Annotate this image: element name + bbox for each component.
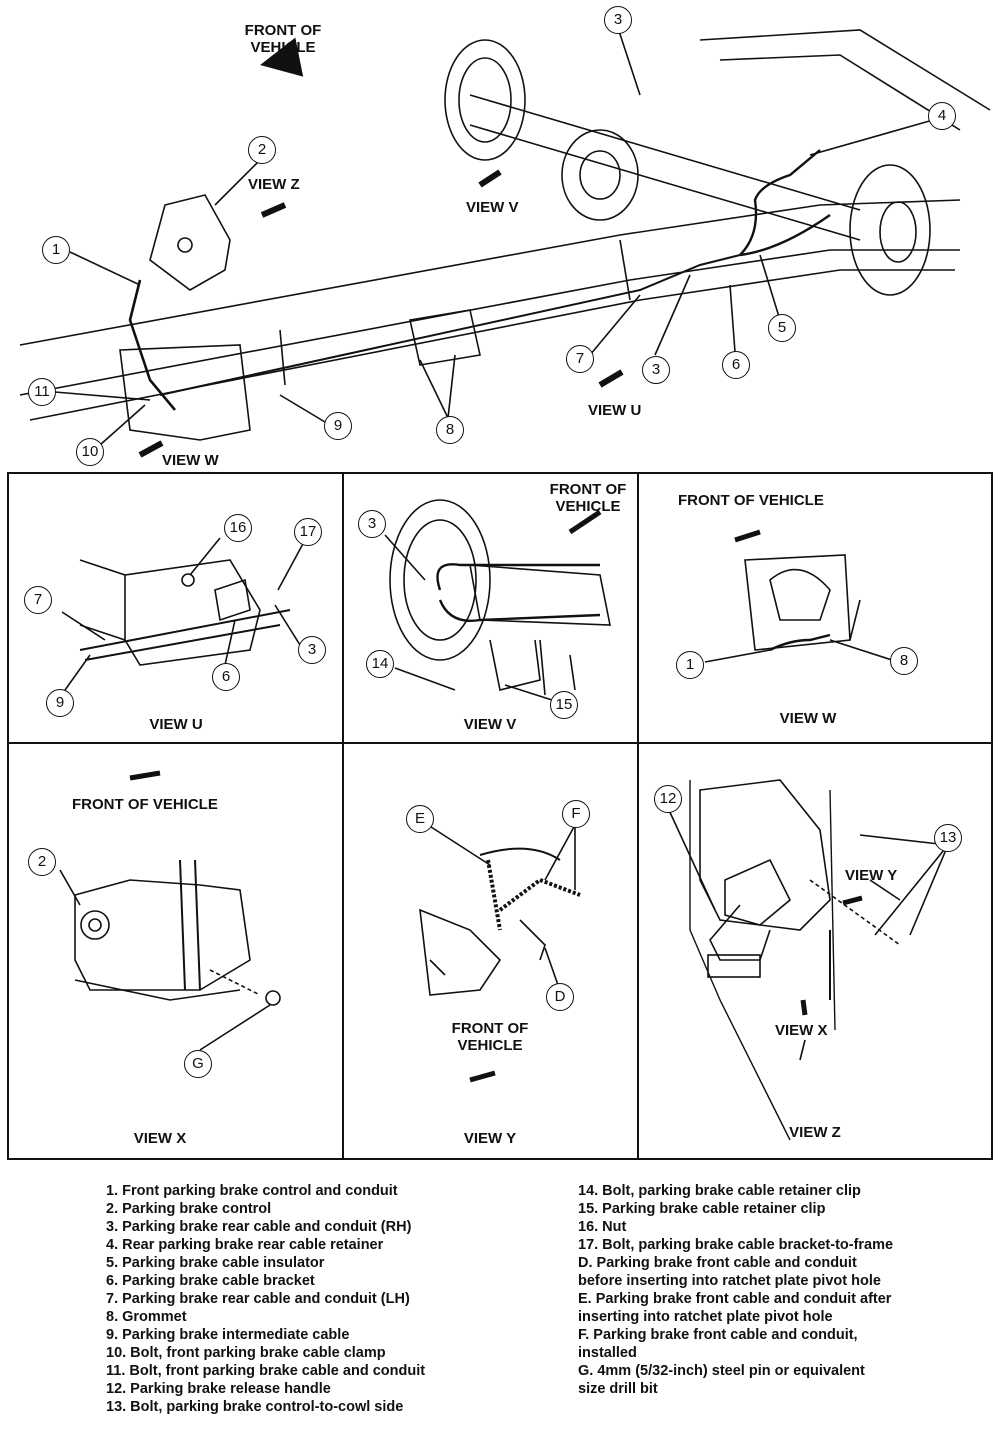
legend-right: 14. Bolt, parking brake cable retainer c… [578, 1182, 893, 1398]
callout-11: 11 [28, 378, 56, 406]
legend-item: 15. Parking brake cable retainer clip [578, 1201, 826, 1217]
z-view-x-label: VIEW X [775, 1022, 828, 1039]
v-callout-15: 15 [550, 691, 578, 719]
callout-2: 2 [248, 136, 276, 164]
view-y-title: VIEW Y [463, 1130, 517, 1147]
view-z-label: VIEW Z [248, 176, 300, 193]
view-z-title: VIEW Z [789, 1124, 841, 1141]
u-callout-9: 9 [46, 689, 74, 717]
callout-7: 7 [566, 345, 594, 373]
legend-item: installed [578, 1345, 637, 1361]
x-callout-g: G [184, 1050, 212, 1078]
callout-3: 3 [604, 6, 632, 34]
legend-item: 11. Bolt, front parking brake cable and … [106, 1363, 426, 1379]
y-callout-e: E [406, 805, 434, 833]
legend-item: 13. Bolt, parking brake control-to-cowl … [106, 1399, 404, 1415]
legend-item: 9. Parking brake intermediate cable [106, 1327, 350, 1343]
view-v-title: VIEW V [463, 716, 517, 733]
view-v-label: VIEW V [466, 199, 519, 216]
callout-1: 1 [42, 236, 70, 264]
legend-item: inserting into ratchet plate pivot hole [578, 1309, 833, 1325]
v-callout-3: 3 [358, 510, 386, 538]
y-callout-d: D [546, 983, 574, 1011]
legend-item: G. 4mm (5/32-inch) steel pin or equivale… [578, 1363, 865, 1379]
x-callout-2: 2 [28, 848, 56, 876]
w-front-of-vehicle: FRONT OF VEHICLE [678, 492, 824, 509]
u-callout-7: 7 [24, 586, 52, 614]
view-u-title: VIEW U [149, 716, 203, 733]
callout-3b: 3 [642, 356, 670, 384]
x-front-of-vehicle: FRONT OF VEHICLE [72, 796, 218, 813]
legend-item: 3. Parking brake rear cable and conduit … [106, 1219, 412, 1235]
z-callout-12: 12 [654, 785, 682, 813]
legend-item: before inserting into ratchet plate pivo… [578, 1273, 881, 1289]
legend-item: 1. Front parking brake control and condu… [106, 1183, 398, 1199]
legend-item: 4. Rear parking brake rear cable retaine… [106, 1237, 384, 1253]
legend-item: 16. Nut [578, 1219, 627, 1235]
callout-5: 5 [768, 314, 796, 342]
legend-item: 2. Parking brake control [106, 1201, 272, 1217]
legend-item: 17. Bolt, parking brake cable bracket-to… [578, 1237, 894, 1253]
legend-item: 6. Parking brake cable bracket [106, 1273, 315, 1289]
u-callout-6: 6 [212, 663, 240, 691]
z-callout-13: 13 [934, 824, 962, 852]
w-callout-1: 1 [676, 651, 704, 679]
legend-item: 12. Parking brake release handle [106, 1381, 331, 1397]
legend-left: 1. Front parking brake control and condu… [106, 1182, 425, 1416]
view-w-title: VIEW W [779, 710, 837, 727]
view-x-title: VIEW X [133, 1130, 187, 1147]
z-view-y-label: VIEW Y [845, 867, 898, 884]
callout-10: 10 [76, 438, 104, 466]
legend-item: E. Parking brake front cable and conduit… [578, 1291, 892, 1307]
callout-6: 6 [722, 351, 750, 379]
u-callout-17: 17 [294, 518, 322, 546]
legend-item: 8. Grommet [106, 1309, 187, 1325]
legend-item: 5. Parking brake cable insulator [106, 1255, 325, 1271]
legend-item: D. Parking brake front cable and conduit [578, 1255, 857, 1271]
u-callout-16: 16 [224, 514, 252, 542]
v-callout-14: 14 [366, 650, 394, 678]
callout-4: 4 [928, 102, 956, 130]
w-callout-8: 8 [890, 647, 918, 675]
u-callout-3: 3 [298, 636, 326, 664]
legend-item: 10. Bolt, front parking brake cable clam… [106, 1345, 386, 1361]
y-callout-f: F [562, 800, 590, 828]
view-w-label: VIEW W [162, 452, 219, 469]
legend-item: F. Parking brake front cable and conduit… [578, 1327, 858, 1343]
legend-item: size drill bit [578, 1381, 658, 1397]
legend-item: 7. Parking brake rear cable and conduit … [106, 1291, 410, 1307]
legend-item: 14. Bolt, parking brake cable retainer c… [578, 1183, 861, 1199]
callout-8: 8 [436, 416, 464, 444]
callout-9: 9 [324, 412, 352, 440]
view-u-label: VIEW U [588, 402, 642, 419]
